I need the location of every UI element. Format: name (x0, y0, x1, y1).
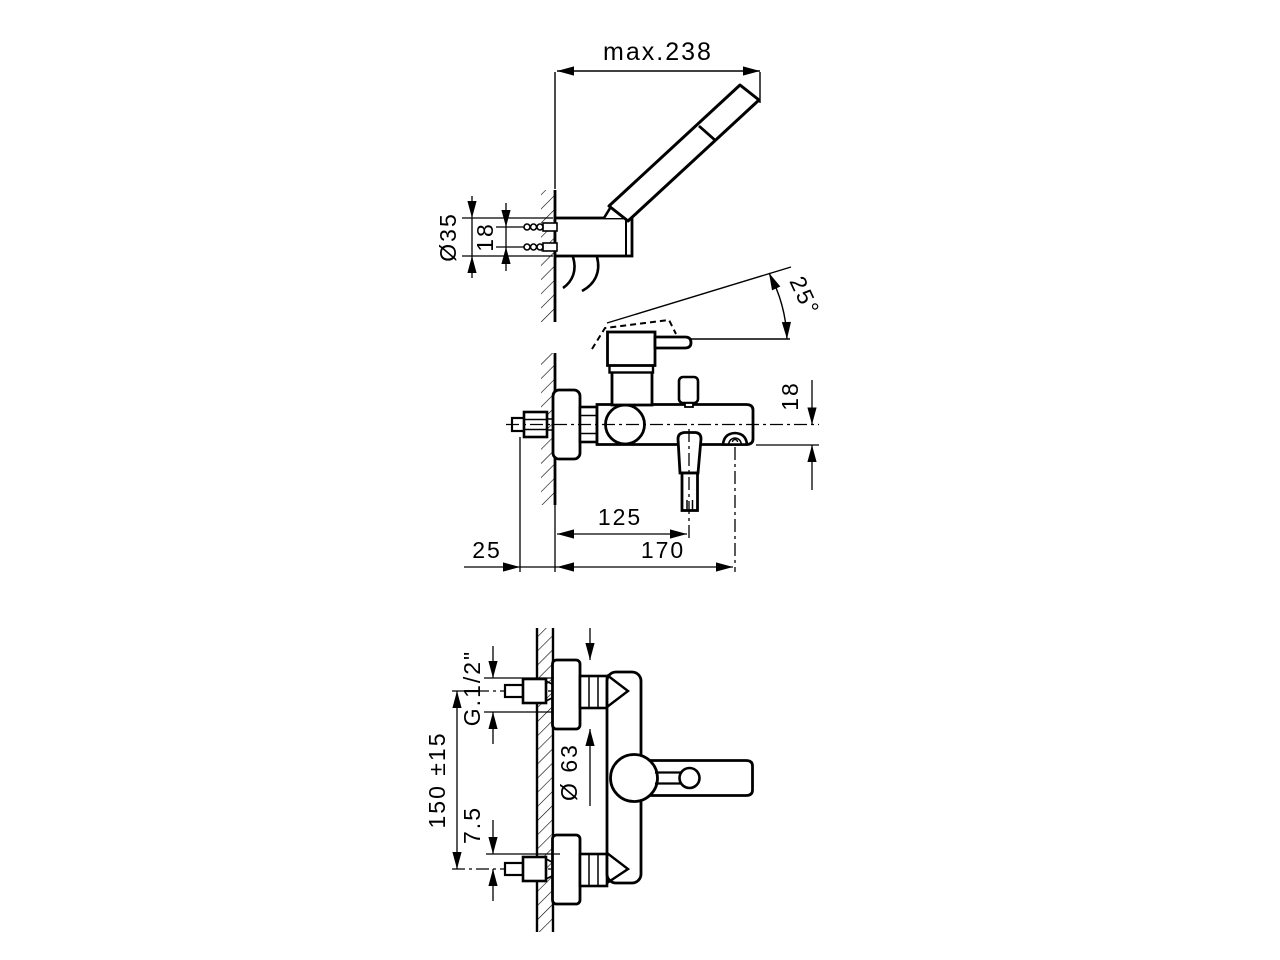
nut-lower (578, 852, 609, 888)
cartridge-cap (609, 753, 659, 803)
shower-hose (562, 256, 576, 290)
inlet-hex-upper (521, 677, 548, 705)
dim-spout-drop: 18 (777, 381, 803, 411)
escutcheon-upper (551, 658, 582, 731)
dim-inlet-centres: 150 ±15 (424, 732, 450, 829)
v-notch-upper (606, 674, 630, 708)
shower-hose (581, 256, 600, 293)
side-view: 25° 18 125 25 170 (464, 266, 825, 572)
dim-wall-clearance: 25 (472, 537, 502, 563)
lever-body (606, 330, 657, 367)
inlet-stub-lower (503, 861, 525, 877)
dim-escutcheon-diameter: Ø 63 (556, 743, 582, 801)
lever-blade-top (648, 759, 754, 797)
hand-shower (607, 83, 761, 223)
hand-shower-joint (698, 124, 717, 143)
dim-vertical-adjust: 7.5 (459, 806, 485, 844)
inlet-hex-lower (521, 855, 548, 883)
lever-pivot (678, 766, 701, 790)
dim-body-reach: 170 (641, 537, 685, 563)
diverter-knob (677, 375, 700, 405)
dim-max-reach: max.238 (603, 38, 713, 66)
lever-raised-dashed (591, 318, 677, 350)
nut-upper (578, 674, 609, 710)
angle-ray-raised (606, 266, 792, 324)
mounting-screws (523, 222, 558, 252)
dim-screw-pitch: 18 (472, 222, 498, 252)
dim-thread-size: G.1/2" (459, 650, 485, 726)
dim-lever-angle: 25° (784, 272, 825, 320)
top-view: max.238 Ø35 (435, 38, 761, 322)
inlet-stub-upper (503, 683, 525, 699)
spout-upper (676, 431, 703, 475)
shower-bracket (553, 216, 634, 258)
wall-section-hatch (537, 628, 553, 932)
front-view: G.1/2" 150 ±15 Ø 63 7.5 (424, 628, 754, 932)
dim-spout-offset: 125 (598, 504, 642, 530)
dim-bracket-diameter: Ø35 (435, 212, 461, 261)
v-notch-lower (606, 852, 631, 884)
cartridge-tower (610, 370, 654, 407)
escutcheon-lower (551, 833, 582, 906)
lever-handle (653, 335, 693, 350)
spout-outlet (680, 471, 699, 512)
